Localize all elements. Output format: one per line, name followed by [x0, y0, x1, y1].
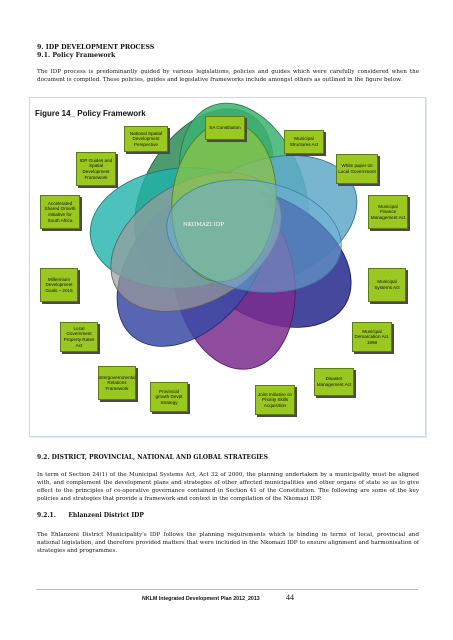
box-disaster: Disaster Management Act [314, 368, 354, 396]
footer-divider [36, 589, 418, 590]
section-921-paragraph: The Ehlanzeni District Municipality's ID… [37, 532, 419, 554]
box-nsdp: National Spatial Development Perspective [124, 126, 168, 152]
box-property-rates: Local Government Property Rates Act [60, 322, 98, 352]
box-sa-constitution: SA Constitution [205, 116, 245, 140]
figure-title: Figure 14_ Policy Framework [35, 109, 146, 118]
section-92-paragraph: In term of Section 24(1) of the Municipa… [37, 472, 419, 502]
box-intergov: Intergovernmental Relations Framework [98, 366, 136, 400]
box-mdg: Millennium Development Goals – 2015 [40, 268, 78, 302]
box-structures-act: Municipal Structures Act [284, 130, 324, 154]
box-asgisa: Accelerated Shared Growth Initiative for… [40, 195, 80, 229]
box-mfma: Municipal Finance Management Act [368, 195, 408, 229]
section-921-heading: 9.2.1. Ehlanzeni District IDP [37, 512, 144, 519]
box-idp-guides: IDP Guides and Spatial Development Frame… [76, 152, 116, 186]
box-jipsa: Joint Initiative on Priority Skills Acqu… [255, 385, 295, 415]
page-number: 44 [286, 593, 294, 602]
box-systems-act: Municipal Systems Act [368, 268, 406, 302]
section-92-heading: 9.2. DISTRICT, PROVINCIAL, NATIONAL AND … [37, 454, 268, 461]
box-pgds: Provincial growth Devpt Strategy [150, 382, 188, 412]
box-white-paper: White paper on Local Government [336, 154, 378, 184]
section-heading: 9. IDP DEVELOPMENT PROCESS 9.1. Policy F… [37, 44, 155, 59]
footer-document-title: NKLM Integrated Development Plan 2012_20… [142, 596, 260, 602]
petal-10 [166, 179, 342, 293]
box-demarcation: Municipal Demarcation Act, 1998 [352, 322, 392, 352]
center-label: NKOMAZI IDP [183, 222, 224, 228]
intro-paragraph: The IDP process is predominantly guided … [37, 69, 419, 83]
